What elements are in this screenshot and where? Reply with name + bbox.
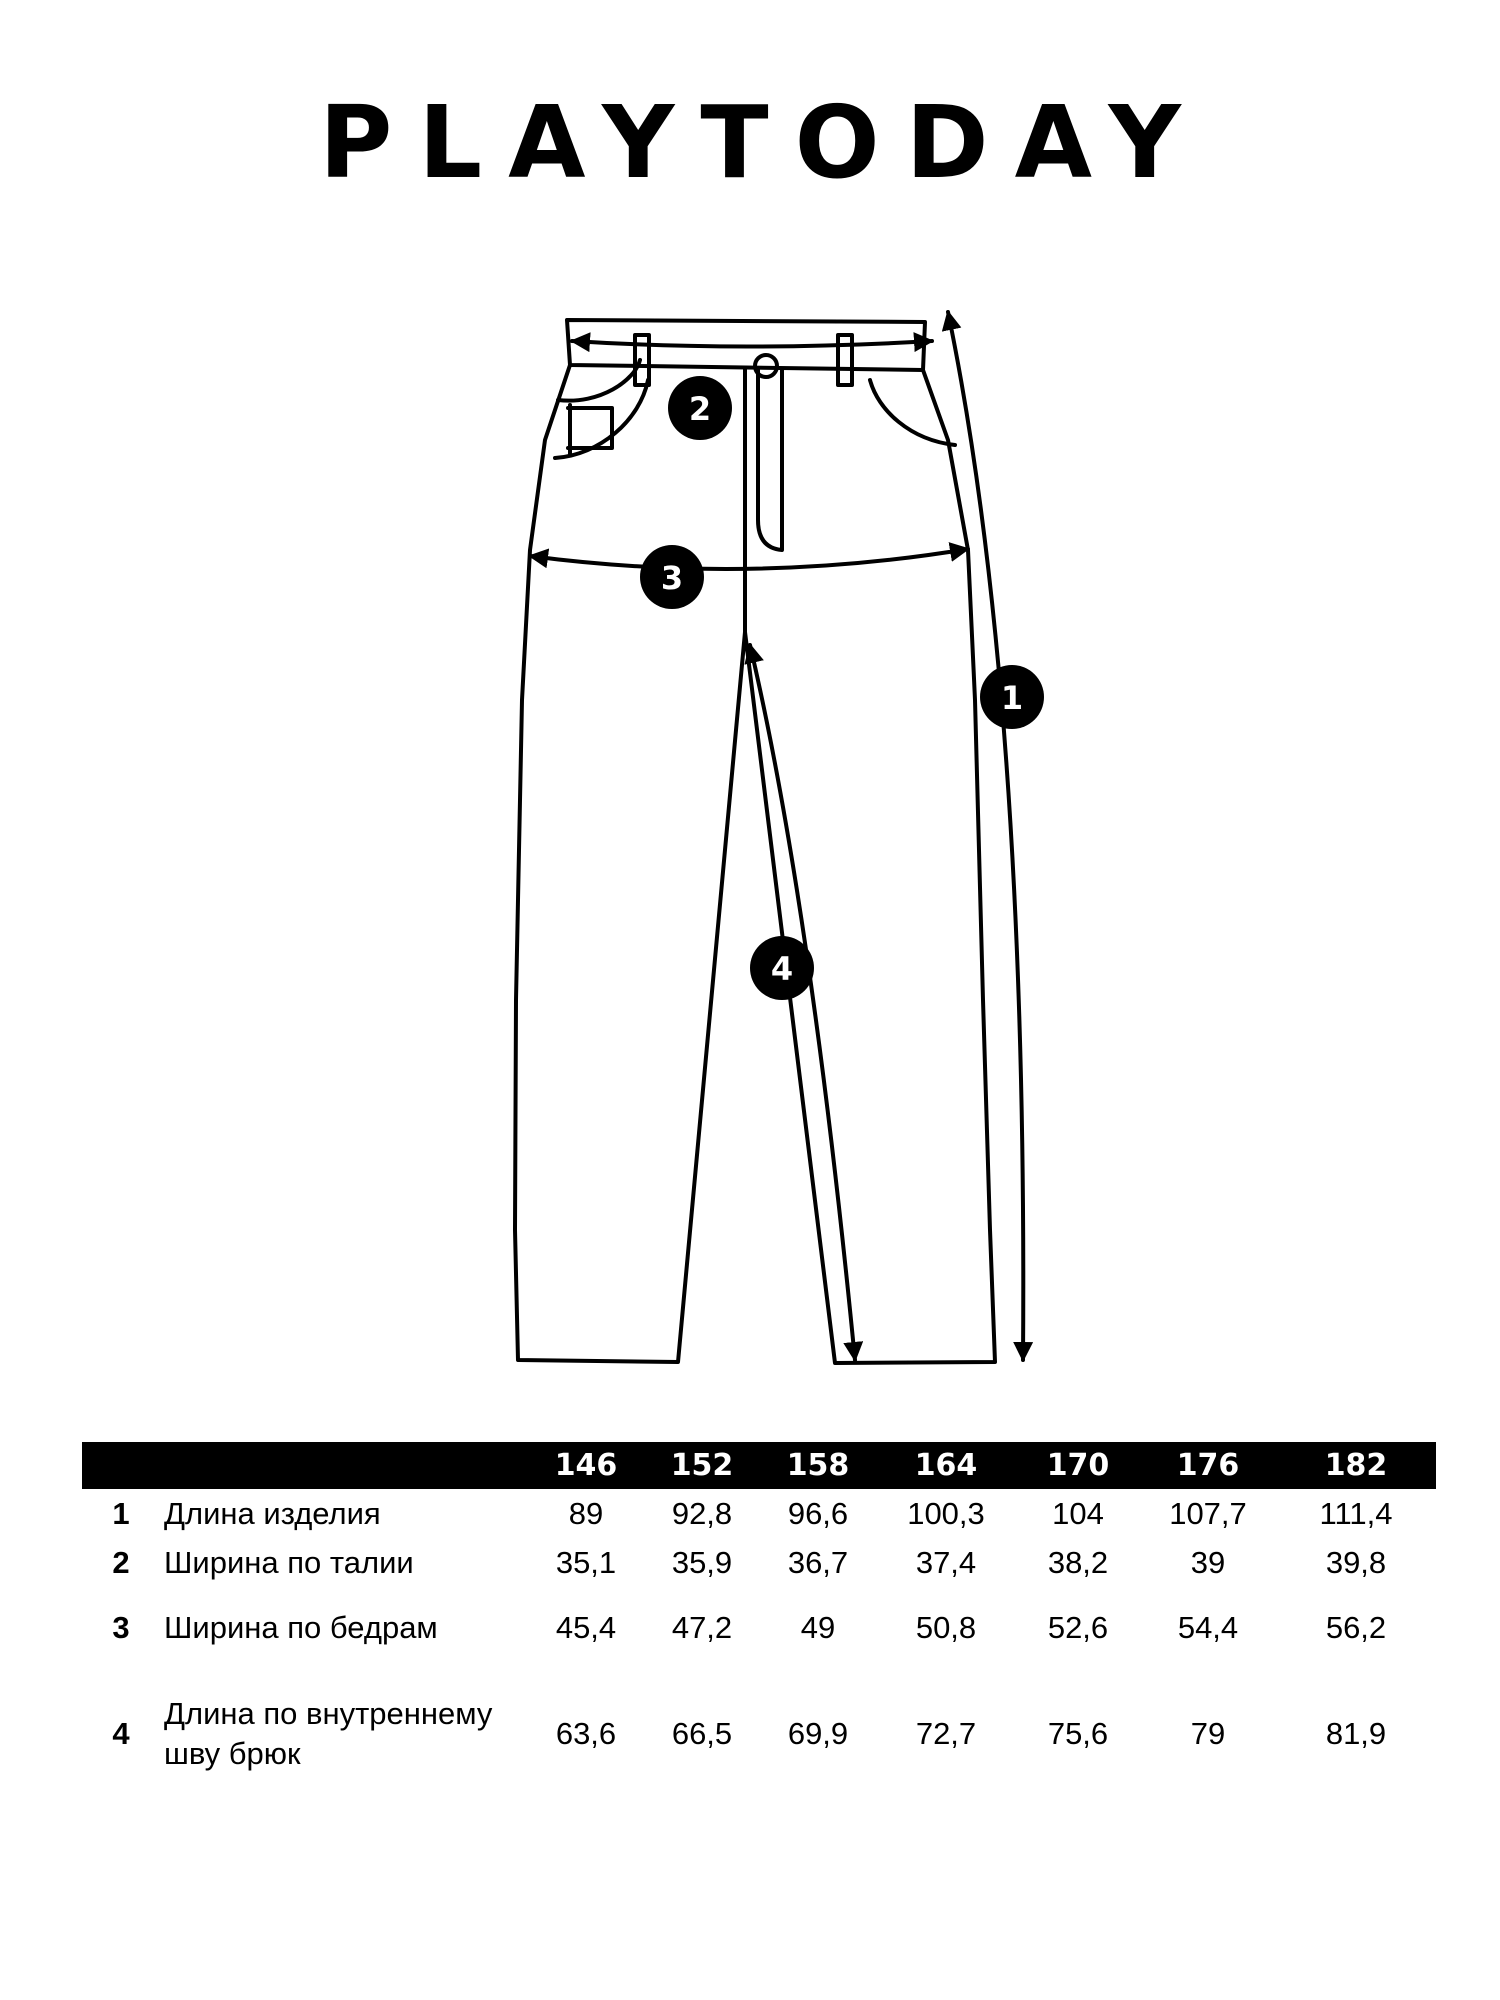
row-number: 1 bbox=[112, 1496, 130, 1531]
header-label-cell bbox=[160, 1442, 528, 1489]
trousers-outline bbox=[513, 318, 997, 1365]
row-label: Длина по внутреннему шву брюк bbox=[164, 1696, 493, 1771]
size-header: 158 bbox=[786, 1448, 850, 1483]
value-cell: 96,6 bbox=[787, 1496, 849, 1531]
value-cell: 39,8 bbox=[1325, 1545, 1387, 1580]
value-cell: 35,1 bbox=[555, 1545, 617, 1580]
value-cell: 35,9 bbox=[671, 1545, 733, 1580]
marker-1: 1 bbox=[980, 665, 1044, 729]
value-cell: 49 bbox=[800, 1610, 836, 1645]
row-number: 2 bbox=[112, 1545, 130, 1580]
row-label: Ширина по бедрам bbox=[164, 1610, 438, 1645]
row-label: Длина изделия bbox=[164, 1496, 381, 1531]
value-cell: 69,9 bbox=[787, 1716, 849, 1751]
arrow-hips bbox=[528, 542, 970, 571]
value-cell: 89 bbox=[568, 1496, 604, 1531]
value-cell: 111,4 bbox=[1319, 1496, 1393, 1531]
arrow-inseam bbox=[744, 643, 864, 1362]
size-header: 164 bbox=[914, 1448, 978, 1483]
row-label: Ширина по талии bbox=[164, 1545, 414, 1580]
value-cell: 36,7 bbox=[787, 1545, 849, 1580]
value-cell: 63,6 bbox=[555, 1716, 617, 1751]
table-row: 3 Ширина по бедрам 45,4 47,2 49 50,8 52,… bbox=[82, 1587, 1436, 1669]
arrow-waist bbox=[570, 332, 934, 353]
marker-3: 3 bbox=[640, 545, 704, 609]
table-row: 2 Ширина по талии 35,1 35,9 36,7 37,4 38… bbox=[82, 1539, 1436, 1587]
row-number: 3 bbox=[112, 1610, 130, 1645]
value-cell: 92,8 bbox=[671, 1496, 733, 1531]
svg-text:1: 1 bbox=[1001, 679, 1023, 717]
row-number: 4 bbox=[112, 1716, 130, 1751]
value-cell: 72,7 bbox=[915, 1716, 977, 1751]
size-header-row: 146 152 158 164 170 176 182 bbox=[82, 1442, 1436, 1489]
value-cell: 104 bbox=[1052, 1496, 1104, 1531]
value-cell: 47,2 bbox=[671, 1610, 733, 1645]
value-cell: 45,4 bbox=[555, 1610, 617, 1645]
value-cell: 81,9 bbox=[1325, 1716, 1387, 1751]
value-cell: 100,3 bbox=[907, 1496, 985, 1531]
value-cell: 50,8 bbox=[915, 1610, 977, 1645]
value-cell: 75,6 bbox=[1047, 1716, 1109, 1751]
size-header: 146 bbox=[554, 1448, 618, 1483]
value-cell: 56,2 bbox=[1325, 1610, 1387, 1645]
value-cell: 37,4 bbox=[915, 1545, 977, 1580]
size-header: 170 bbox=[1046, 1448, 1110, 1483]
header-num-cell bbox=[82, 1442, 160, 1489]
value-cell: 52,6 bbox=[1047, 1610, 1109, 1645]
brand-logo: PLAYTODAY bbox=[319, 84, 1207, 201]
trousers-measurement-diagram: 2 3 1 4 bbox=[513, 310, 1044, 1365]
marker-2: 2 bbox=[668, 376, 732, 440]
table-row: 1 Длина изделия 89 92,8 96,6 100,3 104 1… bbox=[82, 1489, 1436, 1539]
size-header: 182 bbox=[1324, 1448, 1388, 1483]
svg-text:2: 2 bbox=[689, 390, 711, 428]
value-cell: 107,7 bbox=[1169, 1496, 1247, 1531]
measurement-arrows bbox=[528, 310, 1034, 1362]
marker-4: 4 bbox=[750, 936, 814, 1000]
value-cell: 54,4 bbox=[1177, 1610, 1239, 1645]
value-cell: 39 bbox=[1190, 1545, 1226, 1580]
size-header: 176 bbox=[1176, 1448, 1240, 1483]
value-cell: 38,2 bbox=[1047, 1545, 1109, 1580]
size-header: 152 bbox=[670, 1448, 734, 1483]
size-chart-table: 146 152 158 164 170 176 182 1 Длина изде… bbox=[82, 1442, 1436, 1799]
svg-text:4: 4 bbox=[771, 950, 793, 988]
value-cell: 79 bbox=[1190, 1716, 1226, 1751]
arrow-length bbox=[941, 310, 1034, 1362]
value-cell: 66,5 bbox=[671, 1716, 733, 1751]
svg-text:3: 3 bbox=[661, 559, 683, 597]
table-row: 4 Длина по внутреннему шву брюк 63,6 66,… bbox=[82, 1669, 1436, 1799]
